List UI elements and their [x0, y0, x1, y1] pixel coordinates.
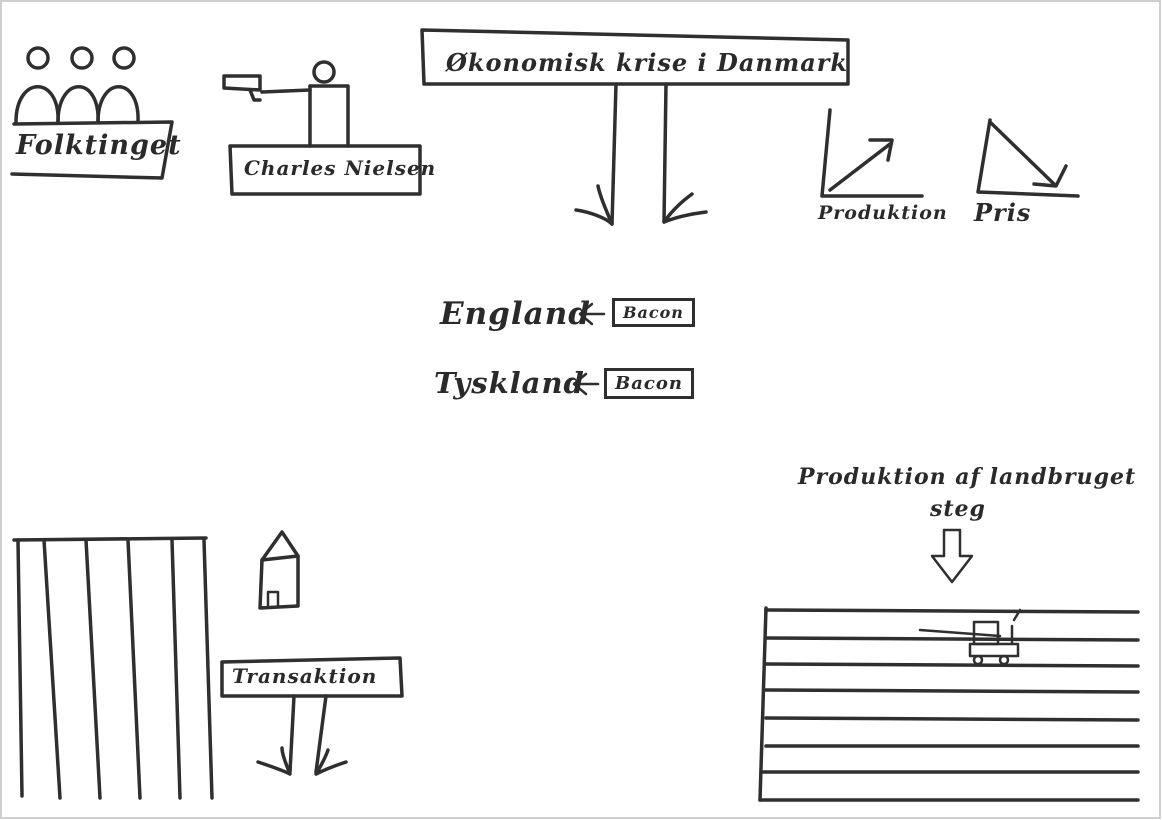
page-title: Økonomisk krise i Danmark: [446, 48, 849, 77]
down-arrows-icon: [574, 82, 708, 226]
prison-bars-icon: [12, 536, 214, 800]
transaction-box: [220, 656, 404, 698]
speaker-gun-icon: [222, 60, 350, 148]
house-icon: [258, 530, 300, 610]
down-block-arrow-icon: [930, 528, 974, 584]
parliament-members-icon: [14, 46, 140, 124]
price-graph-icon: [976, 118, 1080, 198]
title-box: [420, 28, 850, 86]
export-product-bacon: Bacon: [604, 368, 694, 399]
parliament-bench: [10, 120, 174, 180]
arrow-left-icon: [578, 302, 606, 326]
tractor-icon: [918, 608, 1022, 666]
export-country-england: England: [440, 296, 591, 332]
agriculture-label-line1: Produktion af landbruget: [798, 464, 1137, 490]
arrow-left-icon: [572, 372, 600, 396]
export-country-tyskland: Tyskland: [434, 366, 585, 400]
export-product-bacon: Bacon: [612, 298, 695, 327]
production-graph-icon: [820, 108, 924, 198]
parliament-label: Folktinget: [16, 130, 182, 161]
production-graph-label: Produktion: [818, 202, 948, 224]
agriculture-label-line2: steg: [930, 496, 986, 522]
transaction-label: Transaktion: [232, 664, 378, 688]
speaker-label: Charles Nielsen: [244, 156, 437, 180]
price-graph-label: Pris: [974, 198, 1032, 227]
down-arrows-icon: [256, 694, 348, 776]
speaker-podium: [228, 144, 422, 196]
field-icon: [758, 606, 1140, 802]
